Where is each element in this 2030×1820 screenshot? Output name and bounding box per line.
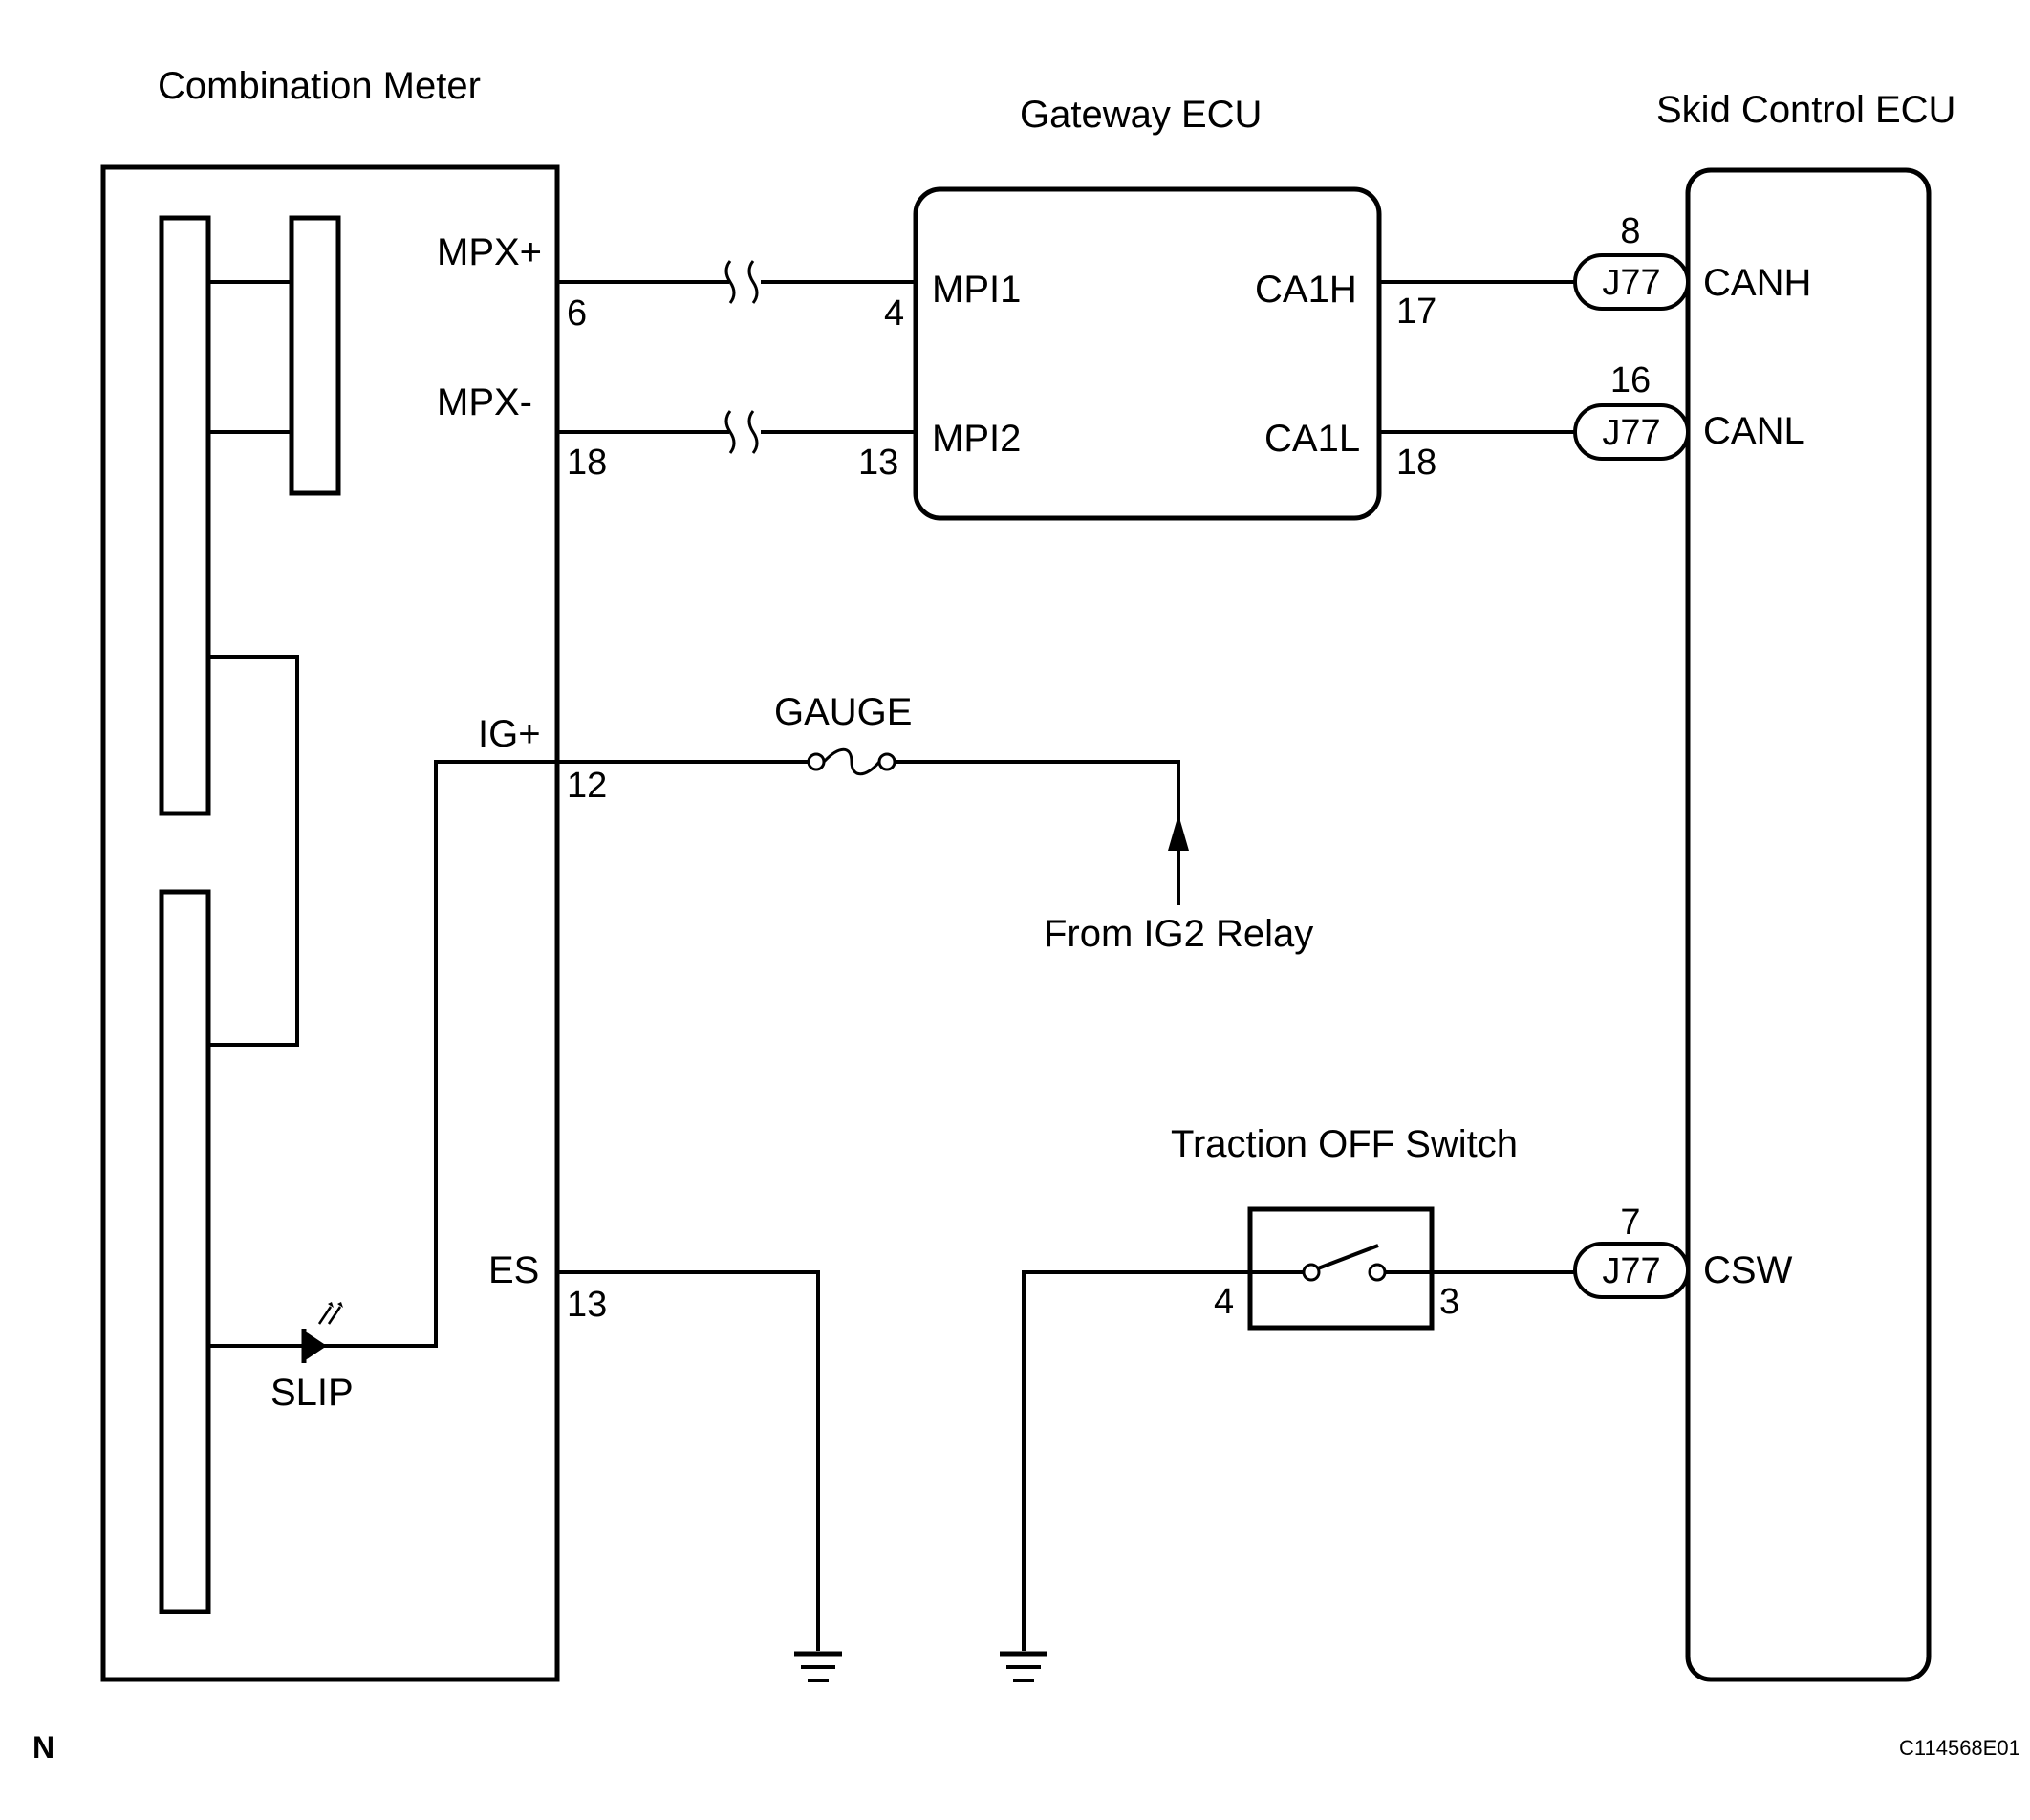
ig2-source-label: From IG2 Relay [1044, 913, 1313, 955]
ig-plus-pin: 12 [567, 766, 607, 806]
mpx-plus-pin: 6 [567, 293, 587, 334]
switch-ground-wire [1022, 1270, 1250, 1651]
meter-inner-ic [289, 215, 341, 496]
j77-connector-csw: J77 [1573, 1242, 1690, 1299]
meter-inner-block-lower [159, 889, 211, 1614]
combination-meter-title: Combination Meter [158, 65, 481, 107]
slip-label: SLIP [270, 1372, 354, 1414]
csw-pin: 7 [1620, 1202, 1640, 1243]
footer-mark: N [32, 1730, 54, 1765]
canl-label: CANL [1703, 410, 1805, 452]
meter-internal-bridge [208, 655, 299, 1047]
csw-label: CSW [1703, 1249, 1793, 1291]
ca1l-label: CA1L [1264, 418, 1360, 460]
gateway-ecu-box [913, 186, 1382, 521]
ca1l-pin: 18 [1396, 443, 1436, 483]
es-label: ES [488, 1249, 539, 1291]
gateway-ecu-title: Gateway ECU [1020, 94, 1262, 136]
mpx-plus-label: MPX+ [437, 231, 542, 273]
arrow-up-icon [1168, 814, 1189, 851]
mpx-minus-pin: 18 [567, 443, 607, 483]
mpi2-pin: 13 [858, 443, 898, 483]
wire-break-icon [724, 410, 759, 454]
slip-led-icon [301, 1302, 343, 1363]
ca1h-label: CA1H [1255, 269, 1357, 311]
switch-pin-left: 4 [1214, 1282, 1234, 1322]
switch-icon [1250, 1244, 1432, 1282]
traction-off-switch-box [1247, 1206, 1435, 1331]
traction-off-switch-title: Traction OFF Switch [1171, 1123, 1518, 1165]
ca1h-pin: 17 [1396, 292, 1436, 332]
j77-connector-canl: J77 [1573, 403, 1690, 461]
canh-pin: 8 [1620, 211, 1640, 251]
es-pin: 13 [567, 1285, 607, 1325]
connector-label: J77 [1602, 1251, 1660, 1291]
ground-icon [794, 1651, 842, 1682]
ig2-feed-wire [895, 760, 1180, 905]
figure-id: C114568E01 [1899, 1736, 2020, 1760]
skid-control-ecu-title: Skid Control ECU [1656, 89, 1955, 131]
wire-break-icon [724, 260, 759, 304]
skid-control-ecu-box [1685, 167, 1932, 1682]
connector-label: J77 [1602, 413, 1660, 453]
canh-label: CANH [1703, 262, 1811, 304]
mpx-minus-label: MPX- [437, 381, 532, 423]
mpi2-label: MPI2 [932, 418, 1021, 460]
meter-inner-block-upper [159, 215, 211, 816]
j77-connector-canh: J77 [1573, 253, 1690, 311]
mpi1-pin: 4 [884, 293, 904, 334]
switch-pin-right: 3 [1439, 1282, 1459, 1322]
mpi1-label: MPI1 [932, 269, 1021, 311]
canl-pin: 16 [1610, 360, 1651, 401]
fuse-label: GAUGE [774, 691, 912, 733]
ig-plus-label: IG+ [478, 713, 541, 755]
connector-label: J77 [1602, 263, 1660, 303]
fuse-icon [807, 748, 896, 776]
ground-icon [1000, 1651, 1047, 1682]
es-ground-wire [557, 1270, 820, 1651]
combination-meter-box [100, 164, 560, 1682]
